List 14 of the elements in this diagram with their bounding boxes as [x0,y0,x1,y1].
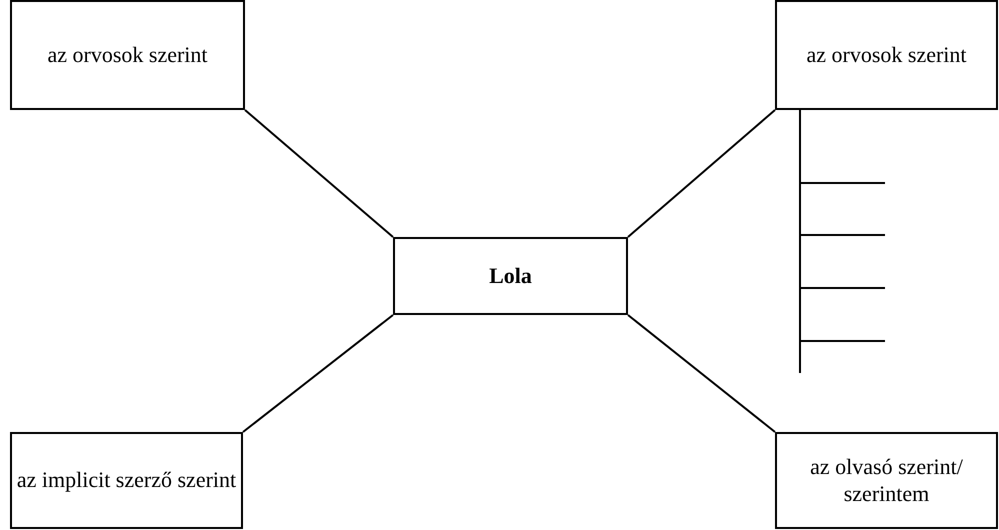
text-box [775,432,998,529]
connector-line [242,314,394,433]
text-box [10,0,245,110]
box-label: az implicit szerző szerint [16,467,236,494]
box-label: az orvosok szerint [47,42,208,68]
text-box [10,432,243,529]
connector-line [627,109,776,238]
text-box [775,0,998,110]
connector-line [244,109,394,238]
connector-line [627,314,776,433]
box-label: az orvosok szerint [806,42,967,68]
text-box [393,237,628,315]
box-label: az olvasó szerint/ szerintem [809,454,964,507]
center-label: Lola [489,262,532,290]
